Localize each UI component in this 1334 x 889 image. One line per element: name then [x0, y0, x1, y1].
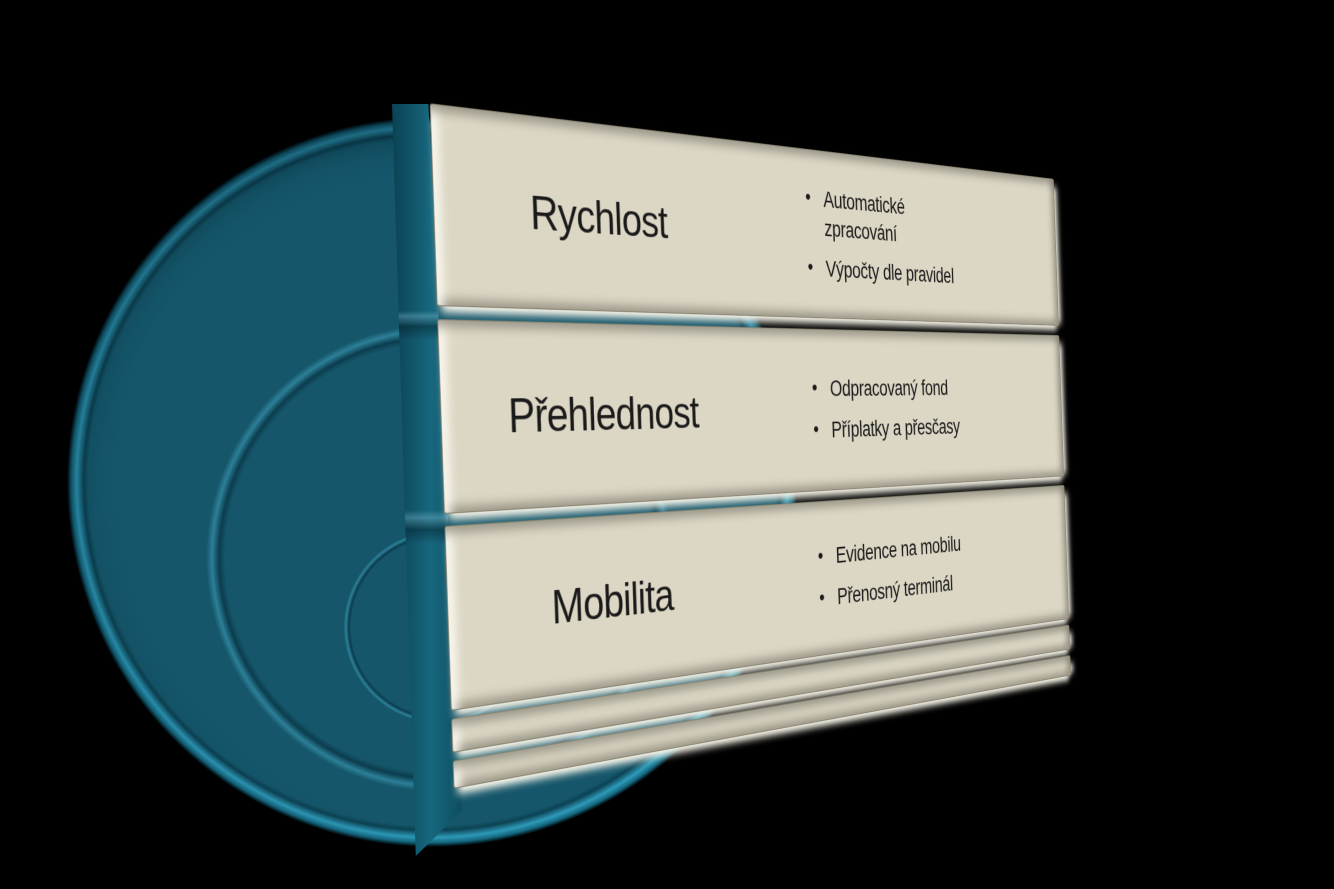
- bullet-text: Odpracovaný fond: [829, 376, 949, 402]
- list-item-row-2: Přehlednost • Odpracovaný fond • Příplat…: [437, 319, 1065, 514]
- bullet-item: • Příplatky a přesčasy: [813, 413, 979, 446]
- bullet-item: • Výpočty dle pravidel: [807, 254, 974, 292]
- bullet-dot-icon: •: [812, 417, 819, 441]
- bullet-dot-icon: •: [818, 585, 825, 610]
- list-stack: Rychlost • Automatické zpracování • Výpo…: [429, 103, 1072, 809]
- bullet-dot-icon: •: [804, 185, 811, 209]
- row-bullets: • Evidence na mobilu • Přenosný terminál: [817, 529, 984, 614]
- bullet-dot-icon: •: [807, 255, 814, 279]
- bullet-item: • Automatické zpracování: [805, 183, 973, 253]
- bullet-dot-icon: •: [811, 376, 818, 400]
- bullet-text: Výpočty dle pravidel: [825, 256, 955, 288]
- bullet-dot-icon: •: [817, 544, 824, 569]
- row-bullets: • Automatické zpracování • Výpočty dle p…: [805, 183, 974, 291]
- row-title: Přehlednost: [507, 387, 700, 443]
- bullet-text: Evidence na mobilu: [835, 532, 961, 569]
- row-bullets: • Odpracovaný fond • Příplatky a přesčas…: [812, 375, 979, 445]
- row-title: Mobilita: [550, 569, 675, 634]
- bullet-text: Automatické zpracování: [822, 186, 906, 247]
- bullet-item: • Evidence na mobilu: [817, 529, 983, 573]
- bullet-item: • Přenosný terminál: [819, 566, 985, 613]
- bullet-text: Přenosný terminál: [836, 571, 954, 609]
- list-item-row-1: Rychlost • Automatické zpracování • Výpo…: [429, 103, 1059, 326]
- row-title: Rychlost: [529, 185, 669, 248]
- bullet-item: • Odpracovaný fond: [812, 375, 978, 404]
- bullet-text: Příplatky a přesčasy: [830, 414, 961, 442]
